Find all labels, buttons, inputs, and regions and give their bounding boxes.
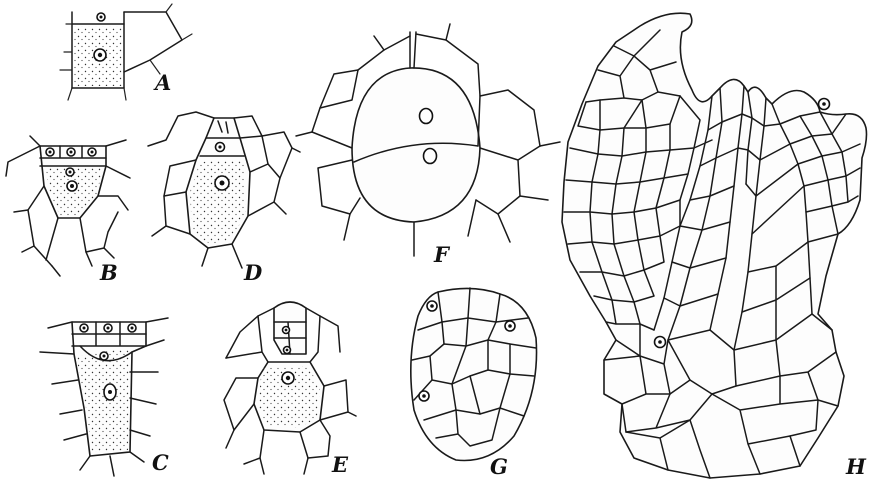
figure-f: F bbox=[296, 24, 560, 267]
label-c: C bbox=[152, 450, 169, 475]
label-h: H bbox=[845, 454, 867, 479]
figure-c: C bbox=[40, 318, 169, 476]
figure-b: B bbox=[6, 136, 130, 285]
label-d: D bbox=[243, 260, 263, 285]
figure-d: D bbox=[148, 112, 300, 285]
figure-g: G bbox=[411, 288, 537, 479]
label-g: G bbox=[490, 454, 508, 479]
label-e: E bbox=[331, 452, 349, 477]
figure-h: H bbox=[562, 13, 867, 479]
label-b: B bbox=[99, 260, 118, 285]
figure-e: E bbox=[224, 302, 356, 477]
label-a: A bbox=[153, 70, 171, 95]
figure-a: A bbox=[60, 4, 192, 100]
label-f: F bbox=[433, 242, 451, 267]
